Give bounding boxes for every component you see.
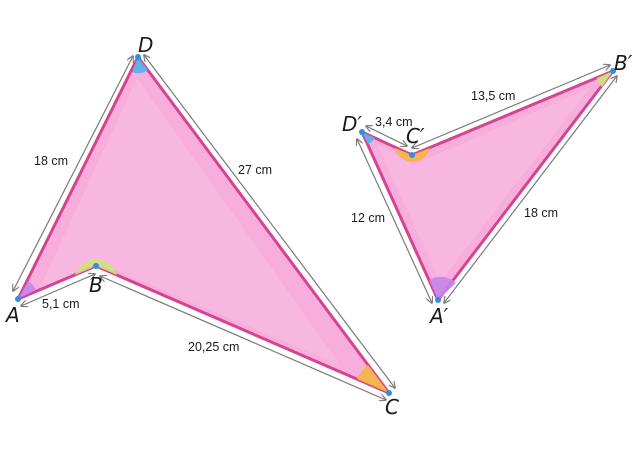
measure-arrow-a1b1 (444, 76, 617, 303)
vertex-a1-dot (435, 297, 441, 303)
measure-arrow-ab (21, 274, 95, 306)
vertex-label-c1: C′ (406, 124, 425, 148)
vertex-label-d: D (138, 33, 153, 57)
vertex-label-a: A (4, 303, 20, 327)
vertex-d1-dot (359, 129, 365, 135)
vertex-label-c: C (385, 395, 399, 419)
vertex-d-dot (135, 54, 141, 60)
vertex-label-d1: D′ (342, 112, 362, 136)
measure-label-ad: 18 cm (34, 154, 68, 168)
measure-label-d1c1: 3,4 cm (375, 115, 413, 129)
measure-arrow-ad (13, 56, 133, 291)
vertex-label-a1: A′ (428, 304, 449, 328)
measure-arrow-d1a1 (357, 139, 432, 303)
vertex-a-dot (15, 296, 21, 302)
measure-label-d1a1: 12 cm (351, 211, 385, 225)
quadrilateral-abcd: A B C D 18 cm 27 cm 5,1 cm 20,25 cm (4, 33, 399, 419)
vertex-c-dot (386, 390, 392, 396)
vertex-c1-dot (409, 152, 415, 158)
vertex-b1-dot (610, 68, 616, 74)
quadrilateral-a1b1c1d1: A′ B′ C′ D′ 3,4 cm 13,5 cm 12 cm 18 cm (342, 51, 633, 328)
measure-arrow-bc (100, 276, 386, 400)
measure-label-dc: 27 cm (238, 163, 272, 177)
measure-label-ab: 5,1 cm (42, 297, 80, 311)
vertex-label-b: B (89, 273, 103, 297)
vertex-label-b1: B′ (614, 51, 633, 75)
quad-abcd-inner-shade (40, 78, 340, 365)
measure-label-bc: 20,25 cm (188, 340, 239, 354)
measure-label-c1b1: 13,5 cm (471, 89, 515, 103)
vertex-b-dot (93, 263, 99, 269)
measure-label-a1b1: 18 cm (524, 206, 558, 220)
